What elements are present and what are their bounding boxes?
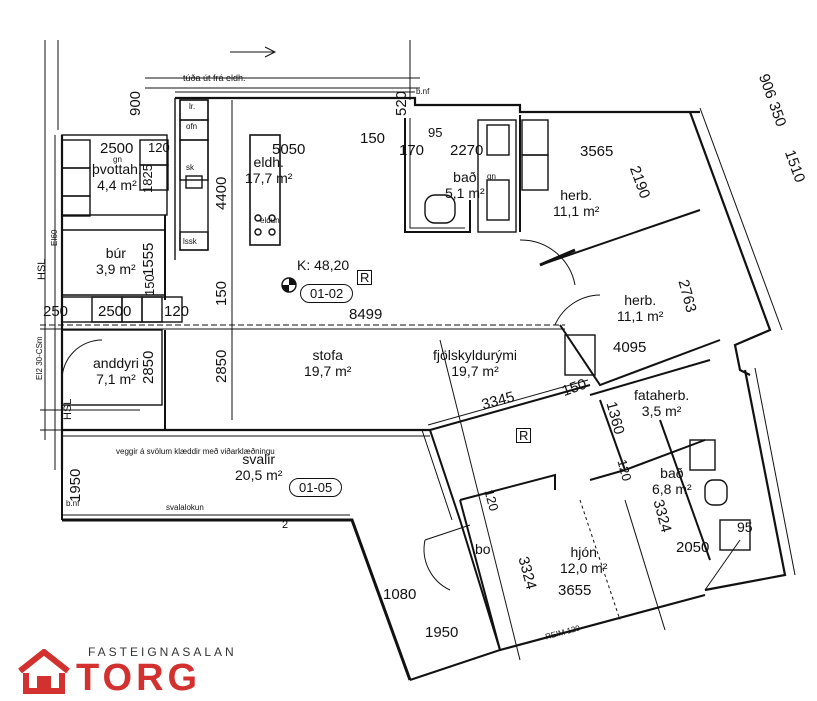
note-sk: sk <box>186 163 194 172</box>
room-name: bo <box>475 541 491 557</box>
room-svalir: svalir 20,5 m² <box>235 452 282 482</box>
dim-520: 520 <box>393 90 410 116</box>
unit-area: K: 48,20 <box>297 257 350 273</box>
balcony-code: 01-05 <box>289 478 343 497</box>
note-lssk: lssk <box>183 237 197 246</box>
room-area: 3,5 m² <box>641 403 682 419</box>
dim-3655: 3655 <box>558 582 592 599</box>
dim-1555: 1555 <box>140 242 157 276</box>
unit-code: 01-02 <box>300 284 354 303</box>
brand-logo: FASTEIGNASALAN TORG <box>16 645 251 699</box>
logo-subtitle: FASTEIGNASALAN <box>88 645 237 659</box>
note-bnf-1: b.nf <box>416 87 430 96</box>
room-herb2: herb. 11,1 m² <box>617 293 663 323</box>
room-area: 19,7 m² <box>304 363 352 379</box>
room-herb1: herb. 11,1 m² <box>553 188 599 218</box>
room-name: stofa <box>312 347 343 363</box>
room-name: fataherb. <box>634 387 690 403</box>
room-bad1: bað 5,1 m² <box>445 170 485 200</box>
dim-2270: 2270 <box>450 142 484 159</box>
room-hjon: hjón 12,0 m² <box>560 545 607 575</box>
room-anddyri: anddyri 7,1 m² <box>93 356 139 386</box>
note-eldun: eldun <box>260 216 280 225</box>
dim-4400: 4400 <box>213 176 230 210</box>
room-area: 17,7 m² <box>245 170 293 186</box>
note-bnf-2: b.nf <box>66 499 80 508</box>
unit-symbol <box>281 277 297 293</box>
room-name: herb. <box>560 187 593 203</box>
room-name: hjón <box>570 544 597 560</box>
dim-170: 170 <box>399 142 425 159</box>
dim-95: 95 <box>428 125 443 140</box>
room-area: 19,7 m² <box>451 363 499 379</box>
room-area: 11,1 m² <box>553 203 600 219</box>
logo-name: TORG <box>76 657 202 699</box>
note-lr: lr. <box>189 102 196 111</box>
note-gn-1: gn <box>113 155 122 164</box>
room-name: búr <box>105 245 126 261</box>
dim-4095: 4095 <box>613 339 647 356</box>
room-name: bað <box>660 465 684 481</box>
note-gn-2: gn <box>487 172 496 181</box>
note-hsl-2: HSL <box>62 398 74 420</box>
dim-8499: 8499 <box>349 306 383 323</box>
note-ei2: EI2 30-CSm <box>35 336 44 380</box>
note-num-2: 2 <box>282 519 289 531</box>
note-wall: veggir á svölum klæddir með viðarklæðnin… <box>116 447 275 456</box>
dim-2850-a: 2850 <box>140 350 157 384</box>
room-area: 12,0 m² <box>560 560 608 576</box>
room-bo: bo <box>475 542 491 556</box>
dim-1080: 1080 <box>383 586 417 603</box>
room-name: svalir <box>242 451 276 467</box>
dim-1950-left: 1950 <box>67 468 84 502</box>
room-fjolskyldurymi: fjölskyldurými 19,7 m² <box>433 348 517 378</box>
room-name: fjölskyldurými <box>433 347 518 363</box>
dim-120-bur: 120 <box>164 303 190 320</box>
dim-3565: 3565 <box>580 143 614 160</box>
room-eldh: eldh. 17,7 m² <box>245 155 292 185</box>
note-top: túða út frá eldh. <box>183 73 246 83</box>
dim-1825: 1825 <box>140 164 155 193</box>
room-bur: búr 3,9 m² <box>96 246 136 276</box>
room-area: 20,5 m² <box>235 467 283 483</box>
unit-tag-2: R <box>516 428 532 443</box>
note-hsl-1: HSL <box>36 258 48 280</box>
room-area: 4,4 m² <box>97 177 137 193</box>
dim-150-b: 150 <box>213 280 230 306</box>
dim-150-a: 150 <box>360 130 386 147</box>
room-name: þvottah. <box>92 161 142 177</box>
room-area: 11,1 m² <box>617 308 664 324</box>
dim-2500-top: 2500 <box>100 140 134 157</box>
room-name: herb. <box>624 292 657 308</box>
plan-linework <box>40 40 796 681</box>
dim-2050: 2050 <box>676 539 710 556</box>
room-name: eldh. <box>253 154 284 170</box>
dim-2500-bur: 2500 <box>98 303 132 320</box>
dim-120-top: 120 <box>148 140 170 155</box>
house-logo-icon <box>18 649 70 694</box>
room-area: 5,1 m² <box>445 185 485 201</box>
room-area: 6,8 m² <box>652 481 692 497</box>
note-ofn: ofn <box>186 122 198 131</box>
dim-150-c: 150 <box>142 274 157 296</box>
dim-250: 250 <box>43 303 69 320</box>
room-area: 7,1 m² <box>96 371 136 387</box>
room-area: 3,9 m² <box>96 261 136 277</box>
note-svalalokun: svalalokun <box>166 503 204 512</box>
dim-1950-bottom: 1950 <box>425 624 459 641</box>
room-name: bað <box>453 169 477 185</box>
room-name: anddyri <box>93 355 139 371</box>
dim-2850-b: 2850 <box>213 349 230 383</box>
note-ei60: EI60 <box>50 229 59 246</box>
room-stofa: stofa 19,7 m² <box>304 348 351 378</box>
dim-95-b: 95 <box>737 519 753 535</box>
room-bad2: bað 6,8 m² <box>652 466 692 496</box>
room-thvottah: þvottah. 4,4 m² <box>92 162 142 192</box>
room-fataherb: fataherb. 3,5 m² <box>634 388 689 418</box>
dim-900: 900 <box>127 90 144 116</box>
unit-tag: R <box>357 270 373 285</box>
dim-5050: 5050 <box>272 141 306 158</box>
